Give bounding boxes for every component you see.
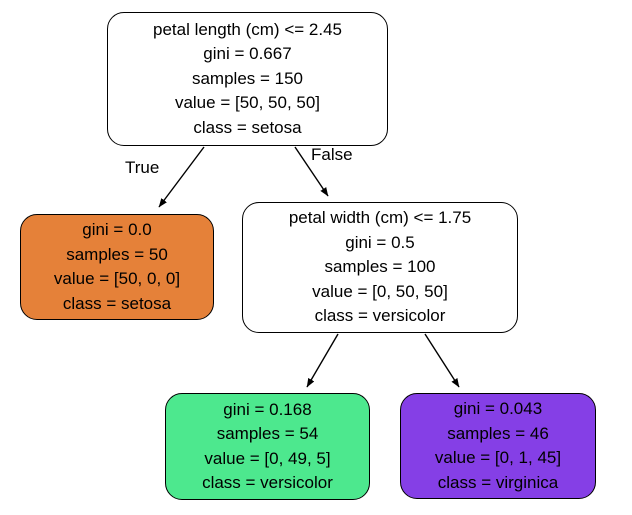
node-samples: samples = 46 (447, 423, 549, 443)
edge-root-to-setosa-leaf (158, 146, 205, 208)
node-gini: gini = 0.0 (82, 220, 152, 239)
node-gini: gini = 0.5 (345, 232, 415, 252)
node-root-split: petal length (cm) <= 2.45 gini = 0.667 s… (107, 12, 388, 146)
node-condition: petal width (cm) <= 1.75 (288, 208, 472, 228)
node-class: class = virginica (437, 472, 559, 492)
node-gini: gini = 0.667 (203, 44, 292, 64)
node-value: value = [0, 50, 50] (312, 281, 448, 301)
node-class: class = setosa (193, 117, 302, 137)
node-petal-width-split: petal width (cm) <= 1.75 gini = 0.5 samp… (242, 202, 518, 333)
node-value: value = [0, 49, 5] (204, 448, 331, 468)
node-samples: samples = 150 (191, 68, 304, 88)
node-class: class = setosa (62, 293, 172, 313)
node-virginica-leaf: gini = 0.043 samples = 46 value = [0, 1,… (400, 393, 596, 499)
node-class: class = versicolor (202, 473, 333, 492)
node-setosa-leaf: gini = 0.0 samples = 50 value = [50, 0, … (20, 214, 214, 320)
edge-root-to-petal-width-split (294, 146, 329, 197)
node-value: value = [50, 50, 50] (174, 93, 321, 113)
node-class: class = versicolor (314, 306, 446, 326)
node-gini: gini = 0.043 (453, 399, 543, 418)
edge-split-to-virginica-leaf (424, 333, 460, 388)
node-gini: gini = 0.168 (223, 399, 312, 419)
node-value: value = [0, 1, 45] (434, 448, 562, 467)
node-samples: samples = 54 (216, 424, 319, 443)
node-versicolor-leaf: gini = 0.168 samples = 54 value = [0, 49… (165, 393, 370, 500)
edge-split-to-versicolor-leaf (306, 333, 339, 388)
node-condition: petal length (cm) <= 2.45 (152, 19, 342, 39)
node-value: value = [50, 0, 0] (53, 269, 181, 288)
node-samples: samples = 50 (66, 244, 168, 264)
edge-label-false: False (311, 145, 353, 164)
edge-label-true: True (125, 158, 160, 177)
node-samples: samples = 100 (324, 257, 436, 277)
